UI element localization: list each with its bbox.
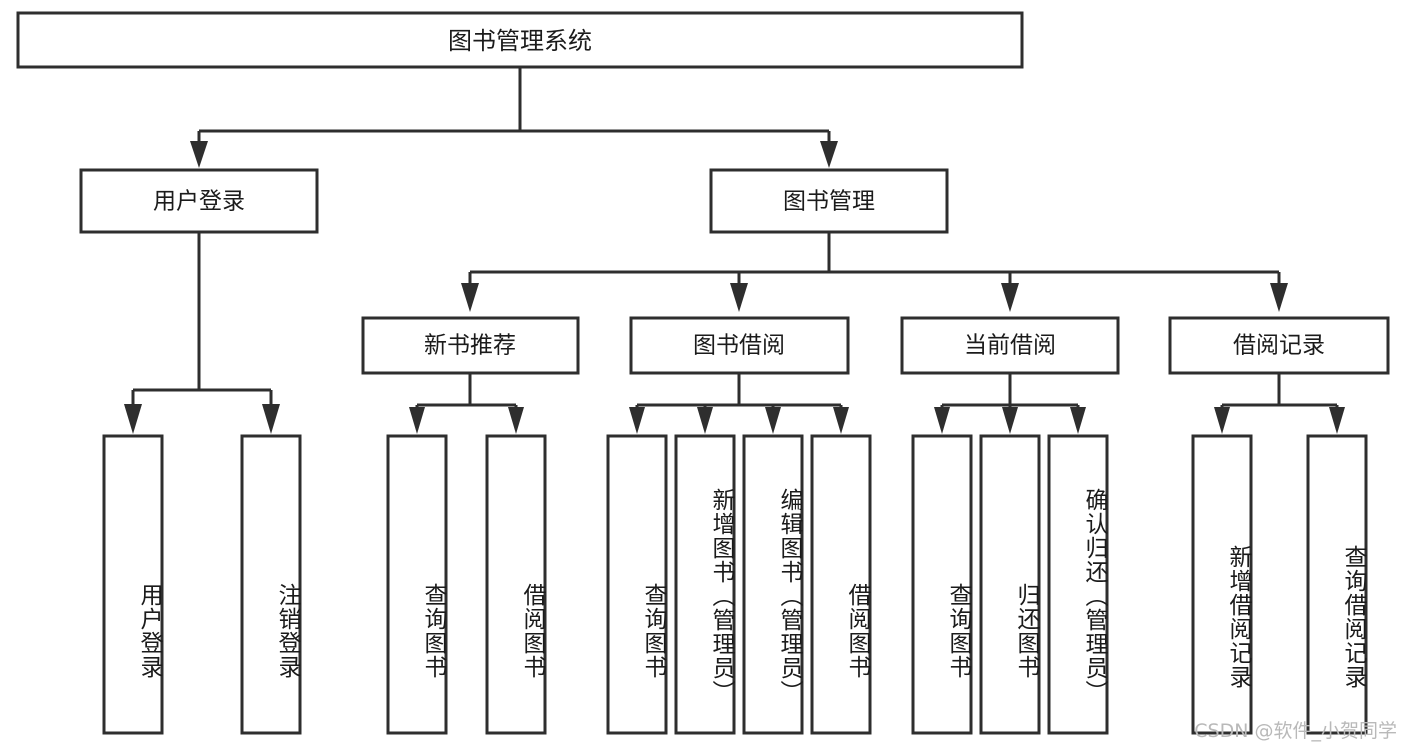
root-box[interactable] — [16, 11, 1024, 69]
leaf-box-current-borrow-2[interactable] — [1047, 434, 1109, 735]
arrow-head-icon — [409, 407, 425, 434]
arrow-head-icon — [124, 404, 142, 434]
arrow-head-icon — [1329, 407, 1345, 434]
leaf-box-current-borrow-0[interactable] — [911, 434, 973, 735]
connector-new-book-recommend-to-leaves — [409, 373, 524, 434]
arrow-head-icon — [262, 404, 280, 434]
arrow-head-icon — [1001, 283, 1019, 312]
connector-book-management-to-level3 — [461, 232, 1288, 312]
arrow-head-icon — [1270, 283, 1288, 312]
node-current-borrow[interactable]: 当前借阅 — [900, 316, 1120, 375]
csdn-watermark: CSDN @软件_小贺同学 — [1194, 720, 1397, 742]
level2-label-user-login: 用户登录 — [153, 189, 245, 215]
connector-root-to-level2 — [190, 67, 838, 168]
arrow-head-icon — [461, 283, 479, 312]
arrow-head-icon — [1070, 407, 1086, 434]
arrow-head-icon — [1214, 407, 1230, 434]
connector-borrow-record-to-leaves — [1214, 373, 1345, 434]
connector-current-borrow-to-leaves — [934, 373, 1086, 434]
leaf-box-new-book-0[interactable] — [386, 434, 448, 735]
leaf-box-user-login-1[interactable] — [240, 434, 302, 735]
leaf-box-borrow-record-0[interactable] — [1191, 434, 1253, 735]
connector-book-borrow-to-leaves — [629, 373, 849, 434]
node-book-borrow[interactable]: 图书借阅 — [629, 316, 850, 375]
arrow-head-icon — [765, 407, 781, 434]
leaf-box-user-login-0[interactable] — [102, 434, 164, 735]
arrow-head-icon — [820, 141, 838, 168]
arrow-head-icon — [508, 407, 524, 434]
arrow-head-icon — [730, 283, 748, 312]
connector-user-login-to-leaves — [124, 232, 280, 434]
leaf-box-book-borrow-1[interactable] — [674, 434, 736, 735]
node-user-login[interactable]: 用户登录 — [79, 168, 319, 234]
level3-label-new-book-recommend: 新书推荐 — [424, 333, 516, 359]
arrow-head-icon — [934, 407, 950, 434]
leaf-box-book-borrow-2[interactable] — [742, 434, 804, 735]
arrow-head-icon — [1002, 407, 1018, 434]
level3-box-new-book-recommend[interactable] — [361, 316, 580, 375]
node-borrow-record[interactable]: 借阅记录 — [1168, 316, 1390, 375]
level2-label-book-management: 图书管理 — [783, 189, 875, 215]
leaf-box-current-borrow-1[interactable] — [979, 434, 1041, 735]
level3-label-current-borrow: 当前借阅 — [964, 333, 1056, 359]
node-book-management[interactable]: 图书管理 — [709, 168, 949, 234]
level3-box-current-borrow[interactable] — [900, 316, 1120, 375]
arrow-head-icon — [629, 407, 645, 434]
arrow-head-icon — [190, 141, 208, 168]
root-label: 图书管理系统 — [448, 27, 592, 55]
leaf-box-book-borrow-0[interactable] — [606, 434, 668, 735]
level3-label-book-borrow: 图书借阅 — [693, 333, 785, 359]
leaf-box-new-book-1[interactable] — [485, 434, 547, 735]
node-root[interactable]: 图书管理系统 — [16, 11, 1024, 69]
arrow-head-icon — [833, 407, 849, 434]
node-new-book-recommend[interactable]: 新书推荐 — [361, 316, 580, 375]
level2-box-user-login[interactable] — [79, 168, 319, 234]
leaf-box-book-borrow-3[interactable] — [810, 434, 872, 735]
arrow-head-icon — [697, 407, 713, 434]
level3-label-borrow-record: 借阅记录 — [1233, 333, 1325, 359]
leaf-box-borrow-record-1[interactable] — [1306, 434, 1368, 735]
